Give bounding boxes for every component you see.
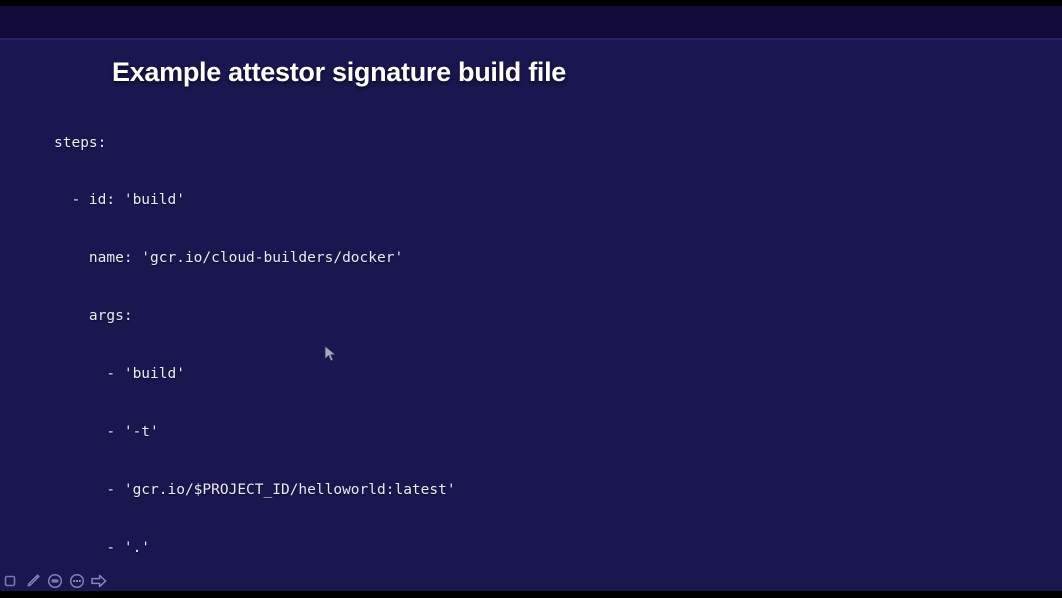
code-line: steps: [54,134,107,151]
page-title: Example attestor signature build file [112,57,567,87]
code-line: name: 'gcr.io/cloud-builders/docker' [54,250,404,267]
more-options-icon[interactable] [67,572,87,590]
highlighter-icon[interactable] [45,572,65,590]
pointer-box-icon[interactable] [1,572,21,590]
pen-icon[interactable] [23,572,43,590]
presenter-toolbar[interactable] [0,571,109,591]
code-block: steps: - id: 'build' name: 'gcr.io/cloud… [54,95,1044,598]
code-line: - id: 'build' [54,192,185,209]
mouse-pointer-icon [324,345,337,362]
code-line: args: [54,308,133,325]
header-divider [0,38,1062,40]
next-slide-arrow-icon[interactable] [89,572,109,590]
code-line: - '-t' [54,424,159,441]
letterbox-bottom [0,591,1062,598]
code-line: - 'gcr.io/$PROJECT_ID/helloworld:latest' [54,481,456,498]
code-line: - 'build' [54,366,185,383]
code-line: - '.' [54,539,151,556]
letterbox-top [0,0,1062,6]
header-bar [0,6,1062,38]
